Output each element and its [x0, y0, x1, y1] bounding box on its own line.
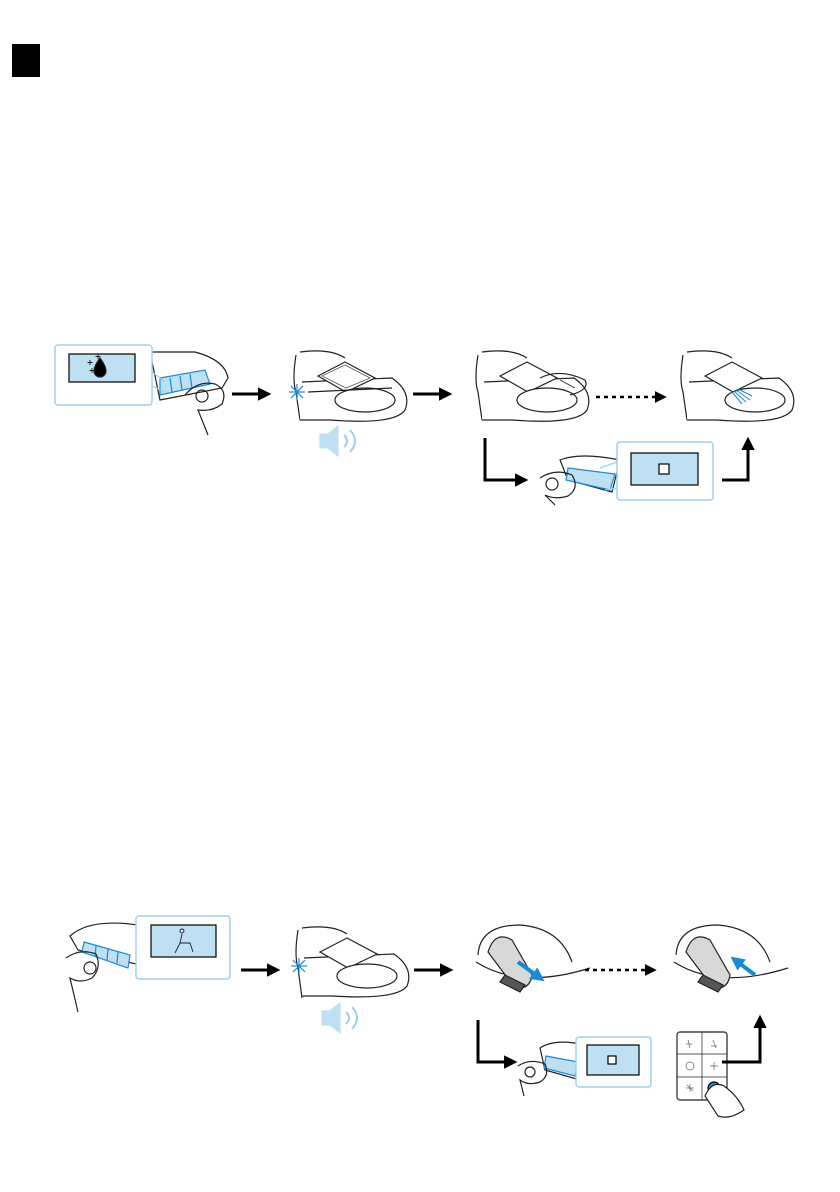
- top-step2-toilet-indicator: [294, 351, 407, 421]
- bottom-branch-panel-press: [518, 1042, 585, 1096]
- top-display-callout-1: [55, 345, 165, 405]
- remote-control: [677, 1032, 744, 1117]
- bottom-sequence: [66, 916, 788, 1117]
- top-branch-panel-press: [540, 456, 620, 505]
- bottom-step2-toilet-indicator: [296, 927, 409, 998]
- indicator-flash-icon: [289, 384, 305, 400]
- bottom-step3-nozzle-extend: [476, 925, 590, 992]
- indicator-flash-icon: [291, 958, 307, 974]
- bottom-step4-nozzle-retract: [674, 925, 788, 992]
- top-step4-toilet-spray: [681, 351, 794, 421]
- bottom-step1-panel-press: [66, 923, 140, 1012]
- stop-square-icon: [608, 1056, 616, 1064]
- stop-square-icon: [659, 464, 669, 474]
- arrow-branch-down: [478, 1020, 512, 1062]
- top-sequence: [55, 345, 794, 505]
- speaker-beep-icon: [322, 1003, 357, 1033]
- bottom-display-callout-1: [136, 916, 230, 979]
- arrow-branch-up: [722, 442, 748, 480]
- arrow-branch-down: [485, 438, 523, 480]
- arrow-branch-up: [722, 1020, 760, 1062]
- speaker-beep-icon: [320, 426, 355, 456]
- top-step1-panel-press: [150, 352, 228, 435]
- top-step3-toilet-cleaning: [476, 351, 589, 421]
- top-display-callout-2: [600, 442, 713, 500]
